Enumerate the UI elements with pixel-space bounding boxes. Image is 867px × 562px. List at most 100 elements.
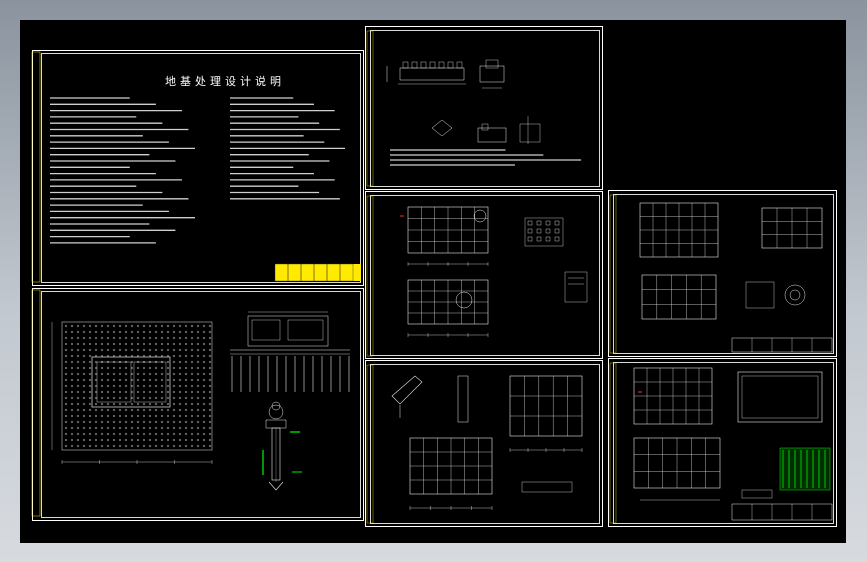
cad-circle: [166, 324, 170, 328]
cad-circle: [160, 426, 164, 430]
cad-circle: [136, 324, 140, 328]
cad-circle: [166, 366, 170, 370]
cad-circle: [190, 366, 194, 370]
cad-circle: [208, 348, 212, 352]
cad-circle: [106, 402, 110, 406]
cad-circle: [455, 291, 473, 309]
cad-circle: [202, 372, 206, 376]
cad-circle: [190, 432, 194, 436]
cad-circle: [148, 372, 152, 376]
cad-circle: [82, 408, 86, 412]
cad-circle: [136, 366, 140, 370]
cad-rect: [731, 337, 833, 353]
cad-circle: [112, 378, 116, 382]
cad-rect: [287, 319, 324, 341]
cad-circle: [160, 372, 164, 376]
cad-circle: [76, 408, 80, 412]
cad-circle: [130, 426, 134, 430]
cad-rect: [554, 236, 560, 242]
cad-circle: [76, 348, 80, 352]
cad-circle: [118, 432, 122, 436]
cad-circle: [184, 390, 188, 394]
cad-circle: [172, 408, 176, 412]
cad-circle: [124, 342, 128, 346]
cad-circle: [208, 390, 212, 394]
cad-circle: [154, 438, 158, 442]
cad-circle: [106, 438, 110, 442]
cad-circle: [196, 348, 200, 352]
cad-circle: [208, 330, 212, 334]
sheet-plans-d: [608, 190, 837, 357]
cad-circle: [76, 402, 80, 406]
cad-circle: [148, 342, 152, 346]
cad-circle: [76, 384, 80, 388]
cad-circle: [166, 348, 170, 352]
cad-circle: [184, 324, 188, 328]
sheet-details-a: [365, 26, 603, 190]
cad-drawing-canvas[interactable]: 地基处理设计说明: [20, 20, 846, 543]
cad-circle: [190, 384, 194, 388]
cad-circle: [112, 354, 116, 358]
cad-circle: [70, 426, 74, 430]
cad-circle: [190, 426, 194, 430]
cad-circle: [190, 438, 194, 442]
cad-circle: [202, 414, 206, 418]
cad-circle: [178, 408, 182, 412]
cad-circle: [148, 414, 152, 418]
cad-circle: [184, 354, 188, 358]
cad-circle: [100, 342, 104, 346]
cad-circle: [160, 336, 164, 340]
cad-circle: [100, 396, 104, 400]
cad-rect: [536, 220, 542, 226]
cad-rect: [96, 361, 132, 403]
cad-circle: [160, 324, 164, 328]
cad-rect: [779, 447, 831, 491]
cad-circle: [190, 330, 194, 334]
cad-circle: [106, 384, 110, 388]
cad-circle: [100, 348, 104, 352]
cad-circle: [190, 444, 194, 448]
cad-circle: [160, 414, 164, 418]
cad-circle: [148, 378, 152, 382]
cad-circle: [154, 348, 158, 352]
cad-circle: [142, 432, 146, 436]
cad-circle: [208, 366, 212, 370]
cad-circle: [184, 396, 188, 400]
cad-circle: [106, 378, 110, 382]
cad-rect: [274, 263, 289, 282]
cad-circle: [166, 372, 170, 376]
cad-circle: [112, 324, 116, 328]
cad-circle: [64, 384, 68, 388]
cad-rect: [399, 67, 465, 81]
cad-circle: [124, 366, 128, 370]
cad-circle: [208, 438, 212, 442]
cad-circle: [202, 324, 206, 328]
cad-circle: [136, 432, 140, 436]
cad-circle: [184, 444, 188, 448]
cad-circle: [124, 390, 128, 394]
cad-circle: [106, 408, 110, 412]
cad-circle: [76, 420, 80, 424]
cad-circle: [64, 426, 68, 430]
cad-circle: [94, 336, 98, 340]
cad-circle: [154, 330, 158, 334]
cad-circle: [124, 432, 128, 436]
cad-circle: [166, 420, 170, 424]
cad-circle: [64, 402, 68, 406]
cad-circle: [154, 432, 158, 436]
cad-rect: [554, 220, 560, 226]
cad-circle: [172, 420, 176, 424]
cad-circle: [124, 378, 128, 382]
cad-circle: [154, 402, 158, 406]
cad-circle: [106, 372, 110, 376]
cad-circle: [202, 426, 206, 430]
cad-circle: [112, 390, 116, 394]
cad-circle: [196, 390, 200, 394]
cad-circle: [64, 396, 68, 400]
cad-circle: [178, 444, 182, 448]
cad-circle: [100, 408, 104, 412]
cad-circle: [64, 420, 68, 424]
cad-circle: [142, 324, 146, 328]
cad-circle: [184, 348, 188, 352]
cad-circle: [154, 366, 158, 370]
